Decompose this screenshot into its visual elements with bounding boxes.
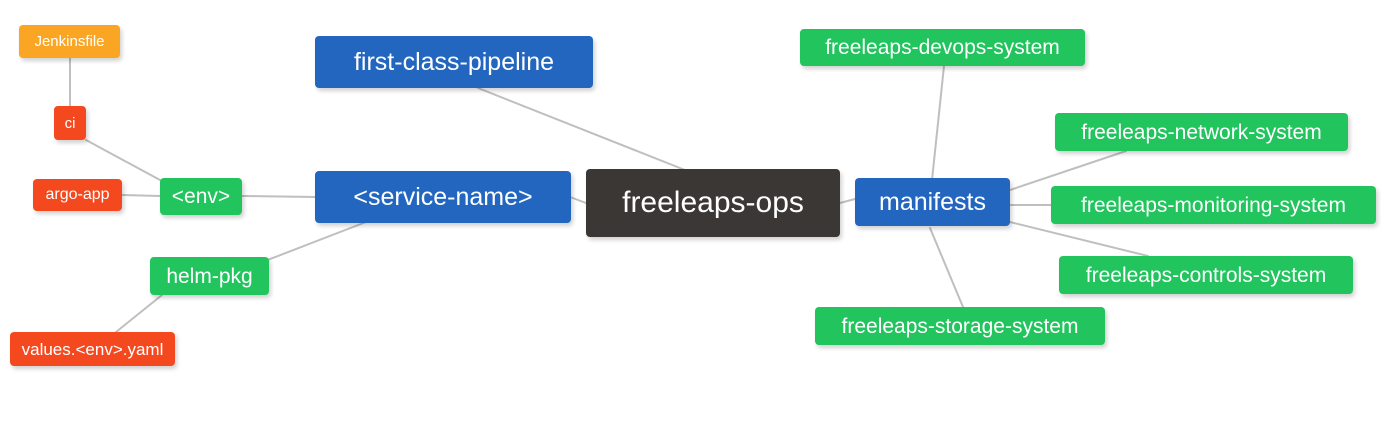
- node-monitoring-system-label: freeleaps-monitoring-system: [1081, 193, 1346, 217]
- node-ci-label: ci: [64, 114, 76, 132]
- node-helm-pkg[interactable]: helm-pkg: [150, 257, 269, 295]
- node-network-system[interactable]: freeleaps-network-system: [1055, 113, 1348, 151]
- node-devops-system[interactable]: freeleaps-devops-system: [800, 29, 1085, 66]
- node-manifests-label: manifests: [879, 187, 986, 216]
- node-network-system-label: freeleaps-network-system: [1081, 120, 1322, 144]
- node-env-label: <env>: [171, 185, 231, 208]
- node-service-name[interactable]: <service-name>: [315, 171, 571, 223]
- edge-manifests-storage-system: [929, 227, 964, 308]
- node-values-yaml-label: values.<env>.yaml: [21, 339, 164, 359]
- node-root[interactable]: freeleaps-ops: [586, 169, 840, 237]
- node-values-yaml[interactable]: values.<env>.yaml: [10, 332, 175, 366]
- node-first-class-pipeline-label: first-class-pipeline: [353, 47, 555, 76]
- node-controls-system-label: freeleaps-controls-system: [1085, 263, 1327, 287]
- node-argo-app[interactable]: argo-app: [33, 179, 122, 211]
- node-ci[interactable]: ci: [54, 106, 86, 140]
- edge-manifests-network-system: [1009, 150, 1127, 191]
- node-argo-app-label: argo-app: [45, 186, 110, 203]
- node-helm-pkg-label: helm-pkg: [166, 264, 253, 288]
- node-monitoring-system[interactable]: freeleaps-monitoring-system: [1051, 186, 1376, 224]
- node-env[interactable]: <env>: [160, 178, 242, 215]
- node-jenkinsfile[interactable]: Jenkinsfile: [19, 25, 120, 58]
- node-storage-system[interactable]: freeleaps-storage-system: [815, 307, 1105, 345]
- node-service-name-label: <service-name>: [353, 182, 533, 211]
- edge-root-service-name: [569, 196, 587, 204]
- edge-service-name-env: [241, 195, 316, 198]
- node-controls-system[interactable]: freeleaps-controls-system: [1059, 256, 1353, 294]
- edge-root-first-class-pipeline: [477, 87, 701, 177]
- edge-helm-pkg-values-yaml: [115, 294, 163, 333]
- node-first-class-pipeline[interactable]: first-class-pipeline: [315, 36, 593, 88]
- node-root-label: freeleaps-ops: [622, 186, 804, 219]
- node-devops-system-label: freeleaps-devops-system: [825, 36, 1060, 59]
- node-manifests[interactable]: manifests: [855, 178, 1010, 226]
- edge-manifests-devops-system: [931, 65, 945, 181]
- edge-service-name-helm-pkg: [251, 221, 367, 267]
- node-jenkinsfile-label: Jenkinsfile: [34, 33, 105, 50]
- edge-env-ci: [85, 139, 161, 181]
- edge-manifests-controls-system: [1009, 221, 1149, 257]
- node-storage-system-label: freeleaps-storage-system: [841, 314, 1079, 338]
- edge-root-manifests: [839, 198, 856, 204]
- edge-env-argo-app: [121, 194, 161, 197]
